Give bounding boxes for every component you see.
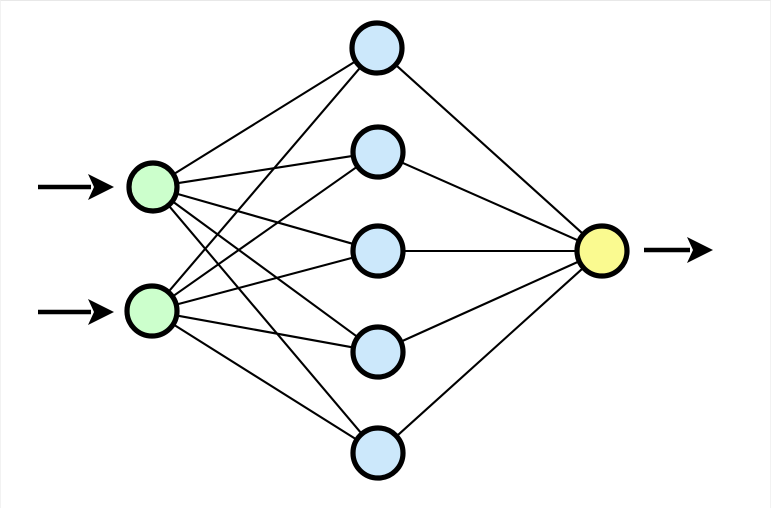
edge-i2-h1 bbox=[166, 65, 363, 294]
input-arrow-1-head-icon bbox=[88, 174, 114, 200]
io-arrows-group bbox=[38, 174, 713, 325]
edge-h4-o1 bbox=[398, 259, 582, 344]
edge-i1-h2 bbox=[174, 154, 356, 185]
nodes-group bbox=[124, 20, 630, 481]
edges-group bbox=[166, 59, 586, 442]
node-i2[interactable] bbox=[124, 283, 180, 339]
node-h1[interactable] bbox=[349, 20, 405, 76]
edge-i2-h4 bbox=[174, 314, 356, 349]
node-h3[interactable] bbox=[350, 223, 406, 279]
edge-h1-o1 bbox=[393, 63, 586, 236]
output-arrow-head-icon bbox=[687, 237, 713, 263]
input-arrow-2-head-icon bbox=[88, 299, 114, 325]
edge-i1-h4 bbox=[170, 199, 360, 339]
edge-i1-h1 bbox=[171, 59, 358, 176]
node-i1[interactable] bbox=[126, 160, 180, 214]
node-h5[interactable] bbox=[350, 425, 406, 481]
edge-h2-o1 bbox=[398, 160, 582, 243]
edge-i1-h3 bbox=[174, 192, 356, 246]
edge-h5-o1 bbox=[394, 266, 586, 438]
node-h4[interactable] bbox=[350, 324, 406, 380]
edge-i1-h5 bbox=[166, 203, 364, 436]
edge-i2-h3 bbox=[174, 256, 356, 306]
node-o1[interactable] bbox=[574, 223, 630, 279]
edge-i2-h5 bbox=[171, 322, 359, 442]
node-h2[interactable] bbox=[350, 124, 406, 180]
edge-i2-h2 bbox=[170, 164, 360, 299]
